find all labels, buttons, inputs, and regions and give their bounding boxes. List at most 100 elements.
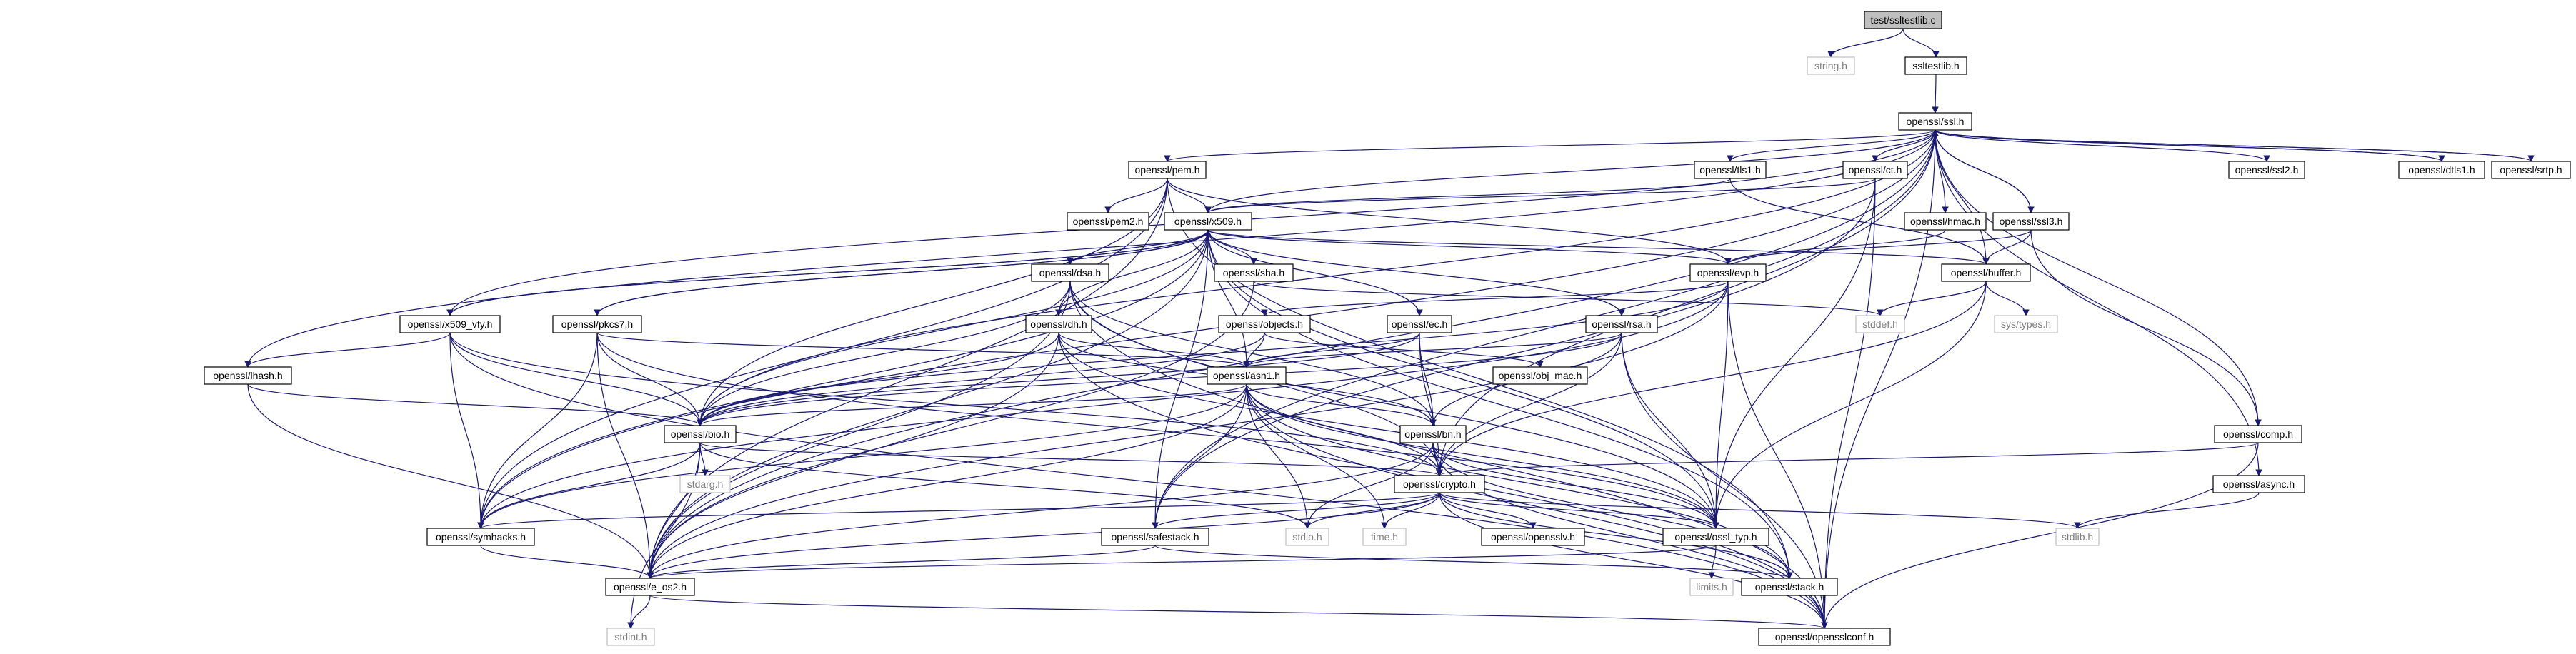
node-box [1807,56,1855,75]
header-node[interactable]: openssl/dsa.h [1031,263,1109,282]
edge-ct-to-safestack [1152,178,1876,529]
header-node[interactable]: openssl/symhacks.h [426,528,535,546]
node-label: sys/types.h [2001,318,2051,330]
edge-asn1-to-stdio [1246,383,1311,529]
root-file-node: test/ssltestlib.c [1864,11,1942,29]
node-box [2212,475,2305,493]
node-label: openssl/asn1.h [1213,370,1280,381]
header-node[interactable]: openssl/obj_mac.h [1492,366,1588,385]
header-node[interactable]: openssl/stack.h [1741,578,1838,596]
header-node[interactable]: openssl/srtp.h [2491,161,2571,179]
header-node[interactable]: openssl/bn.h [1399,425,1467,443]
header-node[interactable]: openssl/opensslconf.h [1758,628,1891,646]
node-box [1694,161,1767,179]
node-label: openssl/objects.h [1226,318,1303,330]
edge-eos2-to-stdint [627,595,651,629]
edge-x509-to-bio [697,229,1209,426]
edge-ec-to-crypto [1419,332,1443,476]
edge-bio-to-stdint [627,442,701,629]
node-box [2398,161,2485,179]
node-label: time.h [1371,531,1398,543]
header-node[interactable]: openssl/comp.h [2214,425,2302,443]
header-node[interactable]: openssl/ec.h [1387,315,1452,333]
edge-x509vfy-to-x509 [449,229,1212,316]
edge-ssl-to-x509 [1204,129,1936,213]
header-node[interactable]: openssl/e_os2.h [605,578,695,596]
node-label: openssl/symhacks.h [436,531,526,543]
edge-bio-to-eos2 [647,442,701,579]
edge-evp-to-bio [697,281,1729,426]
edge-ssltestlib-to-ssl [1932,74,1939,114]
edge-crypto-to-safestack [1152,492,1440,529]
header-node[interactable]: openssl/buffer.h [1941,263,2031,282]
edge-sha-to-eos2 [647,281,1254,579]
header-node[interactable]: openssl/ossl_typ.h [1662,528,1769,546]
header-node[interactable]: openssl/dh.h [1025,315,1092,333]
edge-comp-to-opensslconf [1821,442,2259,629]
header-node[interactable]: openssl/ssl2.h [2228,161,2305,179]
header-node[interactable]: openssl/sha.h [1214,263,1294,282]
edge-ssl-to-crypto [1436,129,1936,476]
node-box [426,528,535,546]
edge-ssl-to-async [1935,129,2262,476]
edge-asn1-to-bio [697,383,1247,426]
header-node[interactable]: openssl/pem.h [1128,161,1207,179]
header-node[interactable]: openssl/pem2.h [1067,212,1149,231]
edge-bn-to-stdio [1304,442,1434,529]
header-node[interactable]: openssl/bio.h [664,425,737,443]
header-node[interactable]: openssl/crypto.h [1394,475,1485,493]
header-node[interactable]: openssl/ssl.h [1898,112,1972,131]
node-label: openssl/bn.h [1404,428,1461,440]
edge-x509-to-buffer [1207,229,1990,265]
edge-sha-to-stddef [1253,281,1884,316]
header-node[interactable]: openssl/tls1.h [1694,161,1767,179]
header-node[interactable]: openssl/dtls1.h [2398,161,2485,179]
edge-dsa-to-opensslconf [1069,281,1828,629]
node-box [1285,528,1329,546]
edge-pem-to-evp [1167,178,1732,265]
edge-x509-to-symhacks [477,229,1209,529]
header-node[interactable]: openssl/lhash.h [204,366,292,385]
node-box [552,315,642,333]
edge-safestack-to-stack [1154,545,1793,579]
edge-crypto-to-opensslv [1439,492,1537,529]
node-label: openssl/dh.h [1030,318,1087,330]
node-box [1481,528,1585,546]
edge-x509-to-safestack [1152,229,1209,529]
node-label: openssl/pem.h [1134,164,1199,176]
node-box [1741,578,1838,596]
header-node[interactable]: openssl/ssl3.h [1992,212,2070,231]
header-node[interactable]: openssl/opensslv.h [1481,528,1585,546]
node-box [1067,212,1149,231]
edge-buffer-to-systypes [1985,281,2030,316]
node-label: openssl/tls1.h [1699,164,1761,176]
header-node[interactable]: ssltestlib.h [1904,56,1967,75]
header-node[interactable]: openssl/x509.h [1164,212,1252,231]
edge-ssl-to-symhacks [477,129,1936,529]
node-box [1164,212,1252,231]
edge-bn-to-eos2 [647,442,1434,579]
header-node[interactable]: openssl/hmac.h [1904,212,1987,231]
header-node[interactable]: openssl/objects.h [1218,315,1311,333]
header-node[interactable]: openssl/async.h [2212,475,2305,493]
edge-dh-to-ossltyp [1058,332,1719,529]
header-node[interactable]: openssl/pkcs7.h [552,315,642,333]
header-node[interactable]: openssl/safestack.h [1101,528,1209,546]
edge-x509vfy-to-bio [449,332,704,426]
header-node[interactable]: openssl/ct.h [1842,161,1908,179]
node-box [2491,161,2571,179]
edge-buffer-to-crypto [1436,281,1987,476]
edge-bio-to-crypto [699,442,1443,476]
edge-crypto-to-eos2 [647,492,1440,579]
header-node[interactable]: openssl/x509_vfy.h [399,315,501,333]
header-node[interactable]: openssl/rsa.h [1585,315,1658,333]
node-box [1492,366,1588,385]
header-node[interactable]: openssl/evp.h [1689,263,1767,282]
edge-srtp-to-ssl [1932,129,2532,162]
edge-asn1-to-stack [1246,383,1793,579]
edge-rsa-to-bio [697,332,1622,426]
node-box [1898,112,1972,131]
header-node[interactable]: openssl/asn1.h [1207,366,1287,385]
